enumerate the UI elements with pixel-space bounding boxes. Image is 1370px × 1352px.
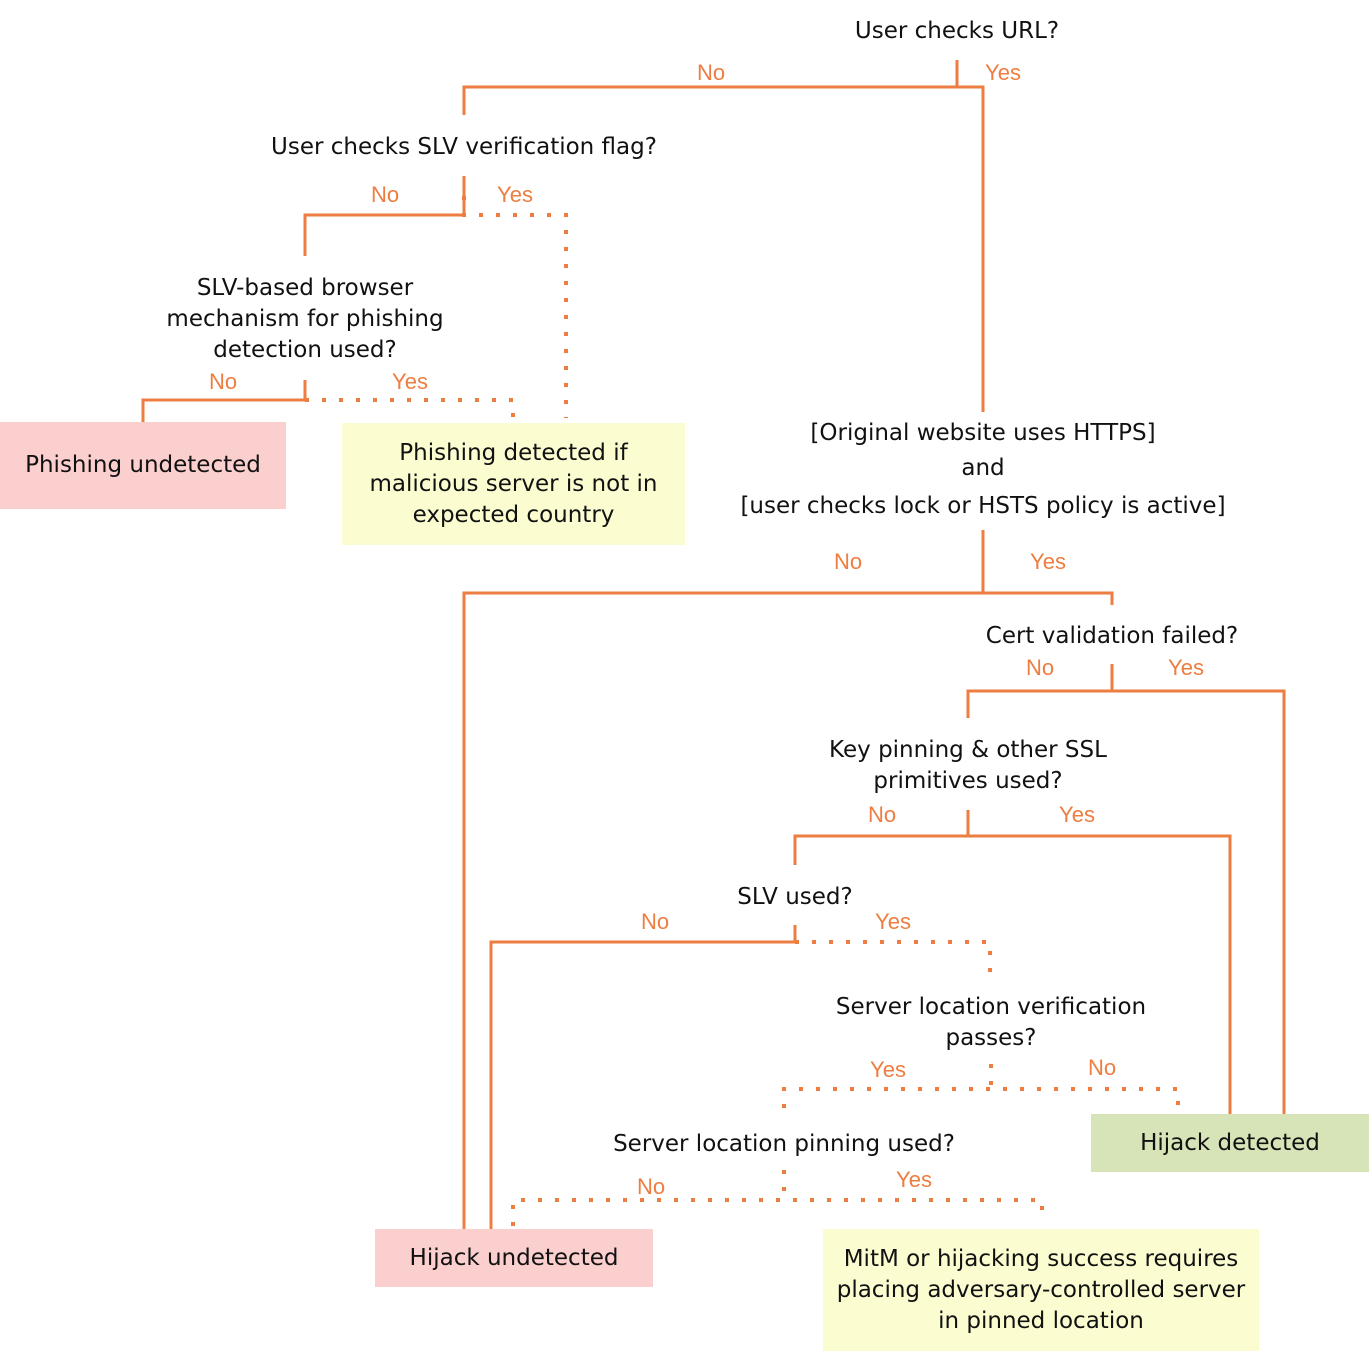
question-server-location-verification: Server location verification passes?	[835, 994, 1147, 1051]
question-https-line-3: [user checks lock or HSTS policy is acti…	[740, 493, 1226, 519]
dotted-connectors	[305, 196, 1180, 1226]
branch-label-locpin-no: No	[636, 1174, 666, 1199]
branch-label-slvflag-no: No	[370, 182, 400, 207]
question-https-line-2: and	[961, 455, 1005, 481]
branch-label-serverloc-yes: Yes	[870, 1057, 906, 1082]
branch-label-slvused-no: No	[640, 909, 670, 934]
outcome-phishing-detected-text: Phishing detected if malicious server is…	[369, 439, 658, 528]
branch-label-cert-yes: Yes	[1168, 655, 1204, 680]
keypin-connector	[793, 810, 1232, 1114]
branch-label-slvflag-yes: Yes	[497, 182, 533, 207]
branch-label-https-yes: Yes	[1030, 549, 1066, 574]
slvbrowser-no-connector	[141, 380, 307, 422]
slvbrowser-yes-connector	[305, 398, 515, 422]
solid-connectors	[141, 60, 1286, 1229]
question-server-location-pinning: Server location pinning used?	[613, 1131, 955, 1157]
slvused-no-connector	[489, 925, 797, 1229]
question-https-line-1: [Original website uses HTTPS]	[810, 420, 1156, 446]
branch-label-serverloc-no: No	[1087, 1055, 1117, 1080]
branch-label-slvbrowser-no: No	[208, 369, 238, 394]
branch-label-url-yes: Yes	[985, 60, 1021, 85]
branch-label-cert-no: No	[1025, 655, 1055, 680]
question-user-checks-slv-flag: User checks SLV verification flag?	[271, 134, 657, 160]
outcome-phishing-undetected: Phishing undetected	[0, 422, 286, 509]
locpin-connector	[511, 1170, 1044, 1226]
slvused-yes-connector	[795, 940, 992, 977]
branch-label-slvbrowser-yes: Yes	[392, 369, 428, 394]
serverloc-connector	[782, 1064, 1180, 1112]
question-slv-browser-mechanism: SLV-based browser mechanism for phishing…	[166, 275, 444, 363]
url-connector	[462, 60, 985, 412]
outcome-phishing-detected: Phishing detected if malicious server is…	[342, 423, 685, 545]
question-cert-validation-failed: Cert validation failed?	[985, 623, 1239, 649]
question-slv-used: SLV used?	[737, 884, 853, 910]
question-key-pinning: Key pinning & other SSL primitives used?	[829, 737, 1107, 794]
outcome-hijack-detected-text: Hijack detected	[1140, 1129, 1320, 1156]
branch-label-url-no: No	[696, 60, 726, 85]
branch-label-keypin-no: No	[867, 802, 897, 827]
question-user-checks-url: User checks URL?	[854, 18, 1060, 44]
outcome-hijack-detected: Hijack detected	[1091, 1114, 1369, 1172]
branch-label-keypin-yes: Yes	[1059, 802, 1095, 827]
slvflag-no-connector	[303, 176, 466, 256]
cert-connector	[966, 664, 1286, 1114]
outcome-hijack-undetected-text: Hijack undetected	[409, 1244, 619, 1271]
outcome-phishing-undetected-text: Phishing undetected	[25, 452, 261, 478]
branch-label-https-no: No	[833, 549, 863, 574]
outcome-hijack-undetected: Hijack undetected	[375, 1229, 653, 1287]
https-connector	[462, 530, 1114, 1229]
outcome-mitm-requires-pinned-location: MitM or hijacking success requires placi…	[823, 1229, 1259, 1351]
outcome-mitm-requires-text: MitM or hijacking success requires placi…	[836, 1245, 1246, 1334]
branch-label-locpin-yes: Yes	[896, 1167, 932, 1192]
slvflag-yes-connector	[462, 196, 568, 418]
branch-label-slvused-yes: Yes	[875, 909, 911, 934]
